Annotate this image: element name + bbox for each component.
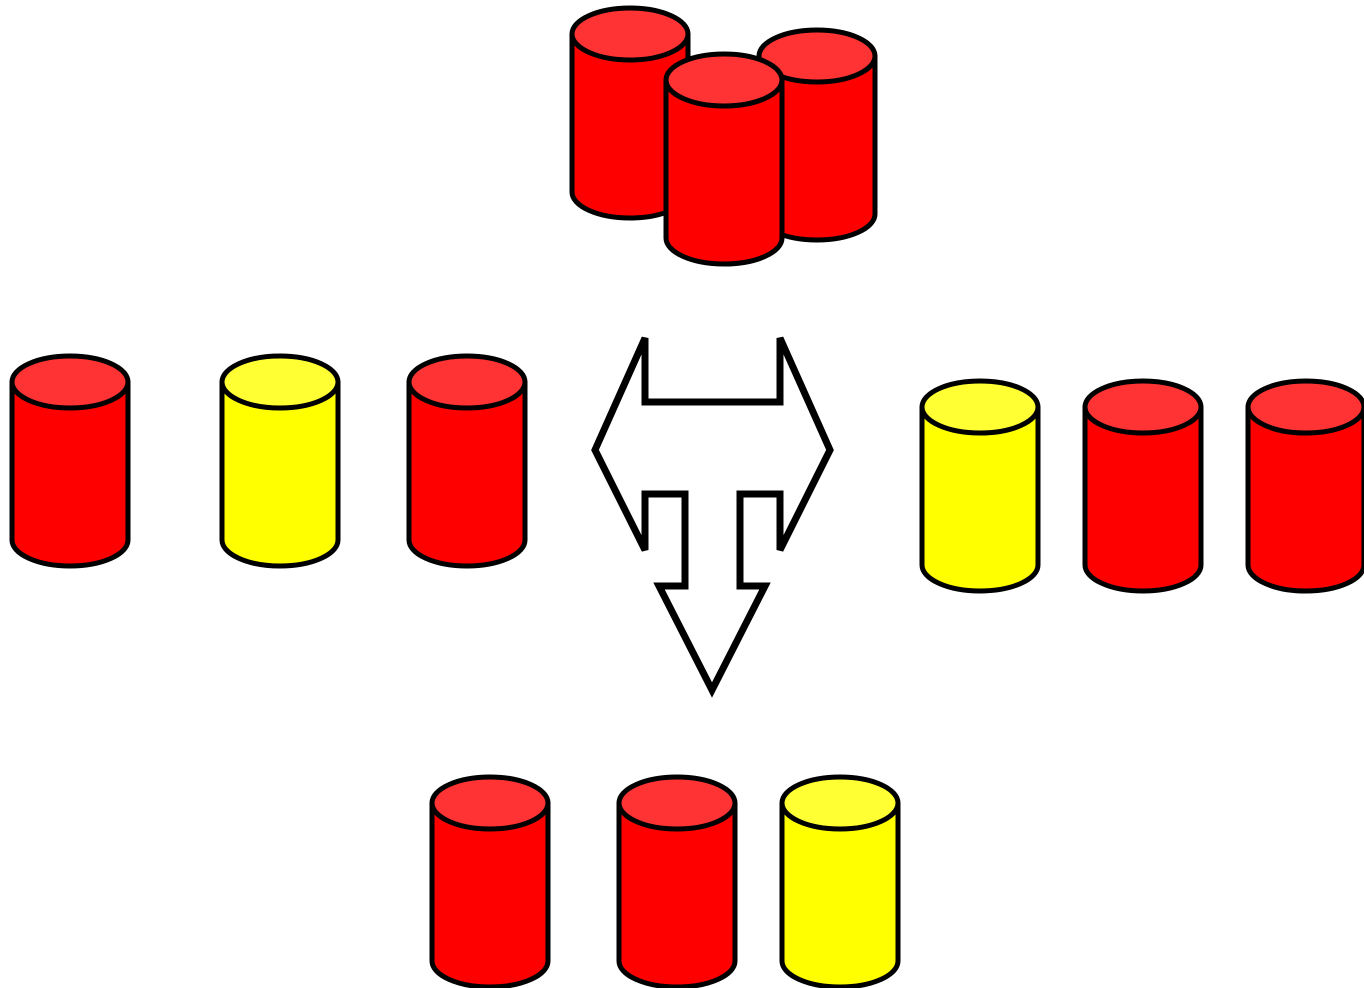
cylinder-top [569,5,691,63]
cylinder-body [429,800,551,988]
cylinder-top [663,51,785,109]
cylinder-top [1245,378,1364,436]
left-cylinder-2 [219,353,341,569]
cylinder-top [9,353,131,411]
cylinder-top [779,774,901,832]
left-cylinder-1 [9,353,131,569]
right-cylinder-2 [1082,378,1204,594]
stacked-cylinder-3 [663,51,785,267]
three-way-arrow-icon [591,336,834,698]
cylinder-body [919,404,1041,594]
bottom-cylinder-group [429,774,901,988]
stacked-cylinder-2 [756,27,878,243]
left-cylinder-group [9,353,528,569]
cylinder-body [616,800,738,988]
top-cylinder-stack [569,5,878,267]
cylinder-top [406,353,528,411]
bottom-cylinder-1 [429,774,551,988]
bottom-cylinder-2 [616,774,738,988]
cylinder-top [1082,378,1204,436]
left-cylinder-3 [406,353,528,569]
cylinder-top [429,774,551,832]
three-way-arrow-shape [591,336,834,698]
cylinder-body [406,379,528,569]
cylinder-body [1245,404,1364,594]
right-cylinder-group [919,378,1364,594]
cylinder-top [616,774,738,832]
cylinder-top [756,27,878,85]
cylinder-body [9,379,131,569]
cylinder-body [663,77,785,267]
cylinder-body [1082,404,1204,594]
right-cylinder-3 [1245,378,1364,594]
cylinder-body [219,379,341,569]
cylinder-top [219,353,341,411]
right-cylinder-1 [919,378,1041,594]
cylinder-top [919,378,1041,436]
cylinder-body [779,800,901,988]
bottom-cylinder-3 [779,774,901,988]
